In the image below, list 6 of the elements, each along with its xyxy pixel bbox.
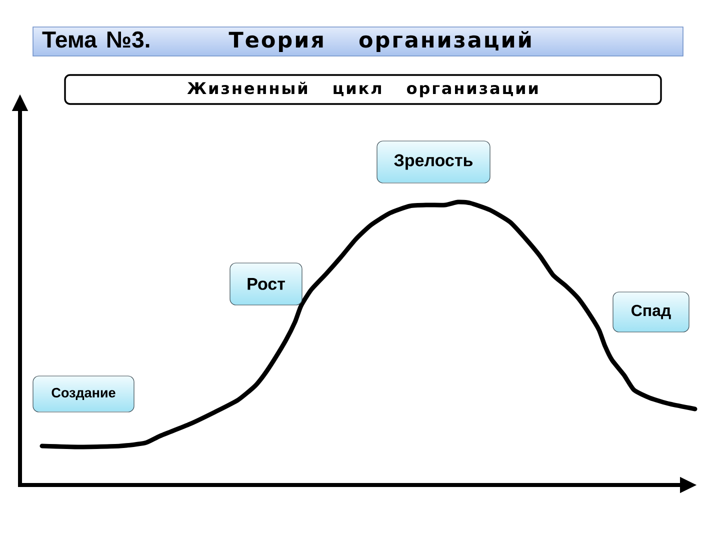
stage-box: Зрелость bbox=[376, 140, 490, 184]
stage-box: Спад bbox=[612, 292, 690, 332]
subtitle-box: Жизненный цикл организации bbox=[64, 74, 662, 105]
title-band: Тема №3. Теория организаций bbox=[32, 26, 684, 56]
stage-box: Рост bbox=[230, 262, 302, 306]
stage-box: Создание bbox=[32, 376, 134, 412]
